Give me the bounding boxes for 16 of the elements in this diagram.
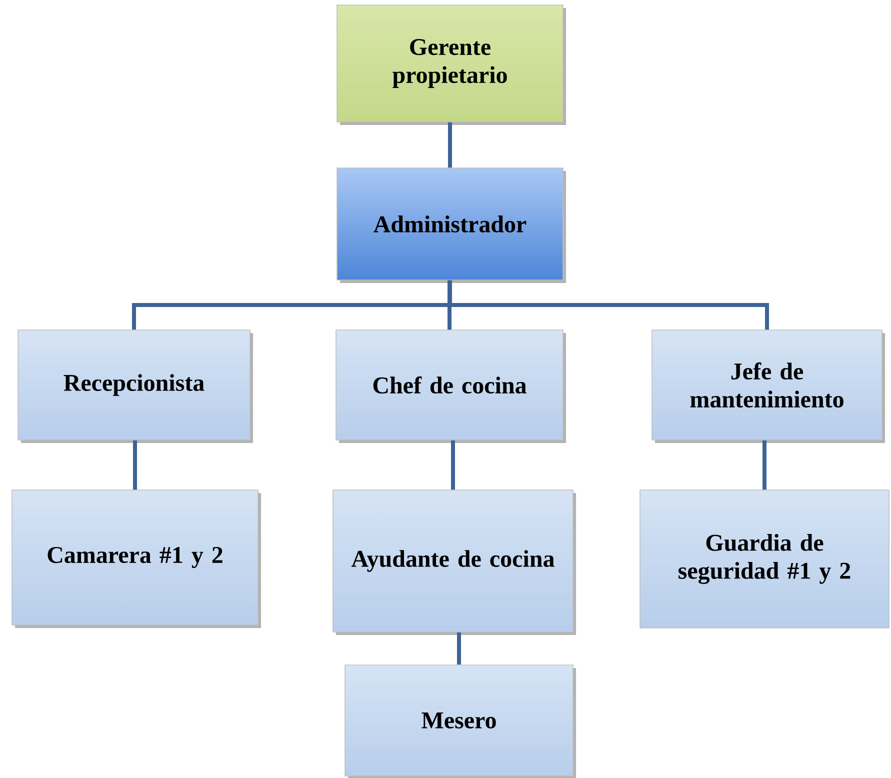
org-box: Jefe de mantenimiento	[652, 330, 885, 443]
org-box: Administrador	[336, 168, 566, 283]
connector-line	[762, 440, 766, 490]
connector-line	[448, 280, 769, 330]
org-box: Gerente propietario	[336, 4, 566, 125]
org-box: Chef de cocina	[336, 330, 566, 443]
connector-line	[133, 440, 137, 490]
connector-line	[457, 632, 461, 665]
org-box: Recepcionista	[18, 330, 253, 443]
connector-line	[451, 440, 455, 490]
connector-line	[448, 122, 452, 168]
org-box: Ayudante de cocina	[332, 490, 576, 635]
org-box: Camarera #1 y 2	[12, 490, 261, 628]
connector-line	[448, 280, 452, 330]
org-box: Guardia de seguridad #1 y 2	[640, 490, 890, 628]
org-box: Mesero	[344, 664, 576, 778]
